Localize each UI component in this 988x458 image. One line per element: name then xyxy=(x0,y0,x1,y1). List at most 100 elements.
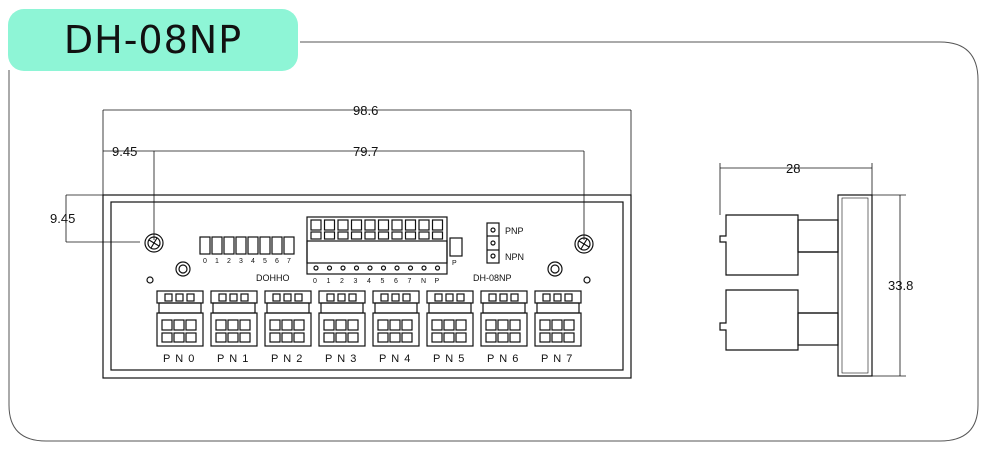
led-label: 3 xyxy=(239,258,243,265)
led-label: 5 xyxy=(263,258,267,265)
dim-overall-width: 98.6 xyxy=(353,103,378,118)
terminal-slot xyxy=(364,231,376,240)
terminal-label: N xyxy=(421,278,426,285)
terminal-screw xyxy=(323,219,336,231)
led-6 xyxy=(271,236,283,255)
jumper-block xyxy=(486,222,500,264)
inner-plate xyxy=(110,201,624,371)
connector-port-0 xyxy=(156,290,204,347)
led-label: 6 xyxy=(275,258,279,265)
port-label: P N 4 xyxy=(379,353,411,365)
brand-label: DOHHO xyxy=(256,273,290,283)
port-label: P N 5 xyxy=(433,353,465,365)
terminal-screw xyxy=(364,219,376,231)
terminal-pin xyxy=(353,265,360,271)
led-0 xyxy=(199,236,211,255)
led-label: 0 xyxy=(203,258,207,265)
dim-hole-spacing: 79.7 xyxy=(353,144,378,159)
terminal-label: 7 xyxy=(408,278,412,285)
terminal-label: 1 xyxy=(327,278,331,285)
led-label: 7 xyxy=(287,258,291,265)
side-view xyxy=(719,163,906,377)
led-4 xyxy=(247,236,259,255)
connector-port-3 xyxy=(318,290,366,347)
port-label: P N 2 xyxy=(271,353,303,365)
led-3 xyxy=(235,236,247,255)
terminal-screw xyxy=(310,219,322,231)
terminal-screw xyxy=(431,219,444,231)
terminal-pin xyxy=(434,265,441,271)
terminal-slot xyxy=(310,231,322,240)
terminal-pin xyxy=(367,265,373,271)
port-label: P N 6 xyxy=(487,353,519,365)
small-hole-left xyxy=(146,276,154,284)
mounting-screw-left xyxy=(144,233,164,253)
terminal-label: 6 xyxy=(394,278,398,285)
terminal-pin xyxy=(421,265,427,271)
terminal-pin xyxy=(407,265,414,271)
jumper-pnp-label: PNP xyxy=(505,226,524,236)
led-1 xyxy=(211,236,223,255)
terminal-label: 3 xyxy=(354,278,358,285)
terminal-slot xyxy=(391,231,403,240)
terminal-block xyxy=(306,216,448,275)
terminal-slot xyxy=(431,231,444,240)
terminal-pin xyxy=(394,265,400,271)
port-label: P N 3 xyxy=(325,353,357,365)
port-label: P N 7 xyxy=(541,353,573,365)
led-label: 1 xyxy=(215,258,219,265)
led-label: 2 xyxy=(227,258,231,265)
terminal-pin xyxy=(326,265,333,271)
dim-hole-vertical: 9.45 xyxy=(50,211,75,226)
terminal-pin xyxy=(313,265,319,271)
terminal-screw xyxy=(418,219,430,231)
model-title: DH-08NP xyxy=(63,18,243,62)
terminal-slot xyxy=(323,231,336,240)
model-label: DH-08NP xyxy=(473,273,512,283)
terminal-screw xyxy=(391,219,403,231)
connector-port-2 xyxy=(264,290,312,347)
led-label: 4 xyxy=(251,258,255,265)
connector-port-4 xyxy=(372,290,420,347)
knob-left xyxy=(175,261,191,277)
port-label: P N 1 xyxy=(217,353,249,365)
terminal-slot xyxy=(350,231,363,240)
connector-port-7 xyxy=(534,290,582,347)
connector-port-1 xyxy=(210,290,258,347)
connector-port-6 xyxy=(480,290,528,347)
outer-plate xyxy=(102,194,632,379)
terminal-slot xyxy=(337,231,349,240)
terminal-screw xyxy=(337,219,349,231)
port-label: P N 0 xyxy=(163,353,195,365)
small-hole-right xyxy=(583,276,591,284)
terminal-screw xyxy=(350,219,363,231)
terminal-screw xyxy=(377,219,390,231)
led-row xyxy=(199,236,295,255)
terminal-screw xyxy=(404,219,417,231)
dim-depth: 28 xyxy=(786,161,800,176)
connector-row xyxy=(156,290,582,347)
p-indicator-label: P xyxy=(452,260,457,267)
terminal-slot xyxy=(404,231,417,240)
mounting-screw-right xyxy=(574,234,594,254)
terminal-slot xyxy=(377,231,390,240)
dim-edge-to-hole: 9.45 xyxy=(112,144,137,159)
led-5 xyxy=(259,236,271,255)
p-indicator-box xyxy=(449,237,463,257)
model-title-tab: DH-08NP xyxy=(8,9,298,71)
frame-border xyxy=(8,41,979,442)
terminal-label: 4 xyxy=(367,278,371,285)
connector-port-5 xyxy=(426,290,474,347)
terminal-label: 0 xyxy=(313,278,317,285)
terminal-label: P xyxy=(435,278,440,285)
jumper-npn-label: NPN xyxy=(505,252,524,262)
terminal-pin xyxy=(380,265,387,271)
knob-right xyxy=(547,261,563,277)
front-view xyxy=(65,109,632,379)
led-7 xyxy=(283,236,295,255)
terminal-pin xyxy=(340,265,346,271)
led-2 xyxy=(223,236,235,255)
terminal-slot xyxy=(418,231,430,240)
terminal-label: 5 xyxy=(381,278,385,285)
